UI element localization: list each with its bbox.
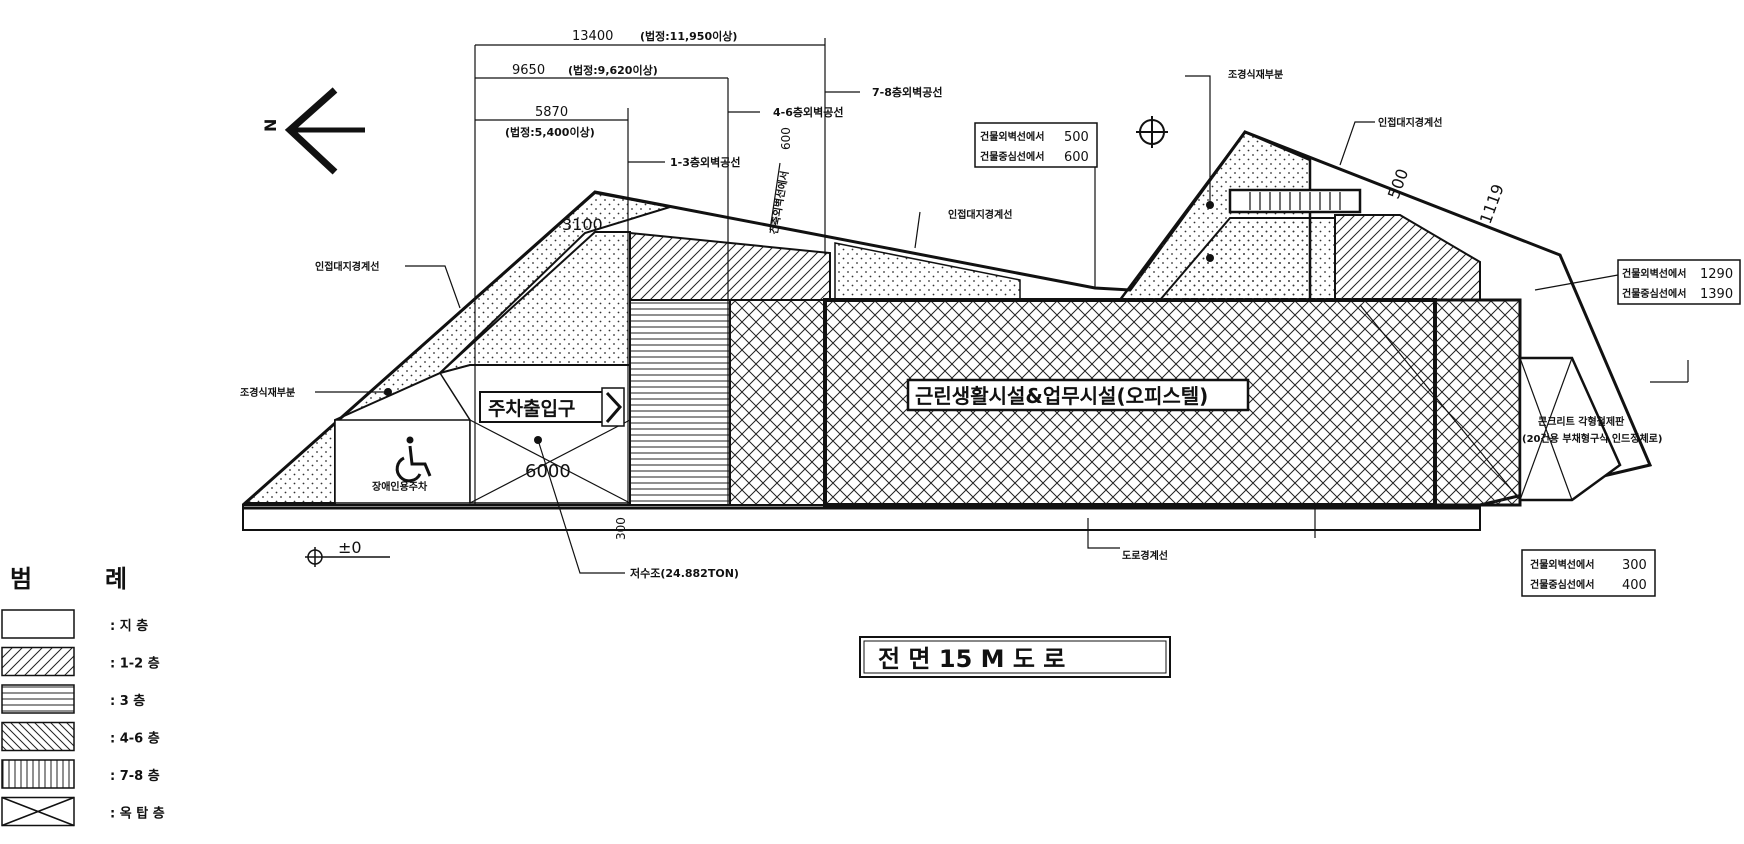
level-mark-icon (305, 547, 390, 567)
legend-label: : 3 층 (110, 693, 145, 709)
dim-5870-note: (법정:5,400이상) (505, 125, 595, 139)
setback-right-l1: 건물외벽선에서 (1622, 267, 1686, 280)
callout-line-4-6: 4-6층외벽공선 (773, 105, 843, 119)
entrance-chevron-icon (601, 387, 625, 427)
dim-9650: 9650 (512, 63, 545, 78)
legend-swatch-vert (1, 759, 75, 789)
floor-3-area (629, 299, 731, 506)
callout-line-1-3: 1-3층외벽공선 (670, 155, 740, 169)
stair-element (1228, 188, 1362, 214)
dim-13400-note: (법정:11,950이상) (640, 29, 737, 43)
legend-label: : 4-6 층 (110, 731, 160, 747)
setback-top-l1: 건물외벽선에서 (980, 130, 1044, 143)
setback-box-bottom: 건물외벽선에서 300 건물중심선에서 400 (1521, 549, 1656, 597)
legend-title-1: 범 (10, 565, 32, 593)
concrete-refuse-area (1518, 356, 1622, 502)
road-title-box: 전 면 15 M 도 로 (859, 636, 1171, 678)
legend-swatch-diagdense (1, 721, 75, 752)
floor-7-8-column (1433, 298, 1522, 507)
wheelchair-icon (395, 436, 432, 483)
dimension-lines (474, 38, 860, 505)
setback-bottom-l2: 건물중심선에서 (1530, 578, 1594, 591)
building-use-label: 근린생활시설&업무시설(오피스텔) (915, 384, 1208, 408)
setback-right-v2: 1390 (1700, 287, 1733, 302)
setback-top-v1: 500 (1064, 130, 1089, 145)
callout-adjacent-left: 인접대지경계선 (315, 260, 379, 273)
dim-600: 600 (779, 127, 793, 150)
dim-3100: 3100 (562, 215, 603, 234)
setback-box-top: 건물외벽선에서 500 건물중심선에서 600 (974, 122, 1098, 168)
north-label: N (261, 119, 280, 132)
north-arrow: N (261, 87, 365, 175)
dim-9650-note: (법정:9,620이상) (568, 63, 658, 77)
landscape-area-mid (834, 242, 1021, 301)
parking-entrance-label: 주차출입구 (488, 398, 575, 420)
legend-label: : 지 층 (110, 618, 148, 634)
callout-line-7-8: 7-8층외벽공선 (872, 85, 942, 99)
road-title: 전 면 15 M 도 로 (878, 645, 1065, 673)
legend: 범 례 : 지 층 : 1-2 층 : 3 층 : 4-6 층 : 7-8 층 : 옥 탑… (1, 565, 165, 827)
road-strip (242, 504, 1481, 531)
building-use-box (906, 378, 1250, 412)
concrete-note-2: (20건용 부채형구식 인드정체로) (1522, 432, 1662, 445)
legend-title-2: 례 (105, 565, 127, 593)
callout-road-line: 도로경계선 (1122, 549, 1168, 562)
callout-landscape-top: 조경식재부분 (1228, 68, 1283, 81)
legend-label: : 1-2 층 (110, 656, 160, 672)
setback-bottom-l1: 건물외벽선에서 (1530, 558, 1594, 571)
callout-adjacent-mid: 인접대지경계선 (948, 208, 1012, 221)
setback-right-v1: 1290 (1700, 267, 1733, 282)
floor-1-2-area-a (629, 231, 831, 301)
dim-5870: 5870 (535, 105, 568, 120)
legend-swatch-none (1, 609, 75, 639)
floor-1-2-area-c (1334, 214, 1481, 301)
dim-1119: 1119 (1476, 182, 1508, 227)
setback-top-v2: 600 (1064, 150, 1089, 165)
callout-adjacent-right: 인접대지경계선 (1378, 116, 1442, 129)
setback-box-right: 건물외벽선에서 1290 건물중심선에서 1390 (1617, 259, 1741, 305)
concrete-note-1: 콘크리트 각형철제판 (1538, 415, 1625, 428)
dim-300: 300 (614, 517, 628, 540)
legend-label: : 7-8 층 (110, 768, 160, 784)
callout-vertical-note: 건축외벽선에서 (767, 170, 791, 236)
callout-landscape-left: 조경식재부분 (240, 386, 295, 399)
callout-water-tank: 저수조(24.882TON) (630, 566, 739, 580)
setback-top-l2: 건물중심선에서 (980, 150, 1044, 163)
crosshair-icon (1136, 116, 1168, 148)
setback-bottom-v1: 300 (1622, 558, 1647, 573)
setback-right-l2: 건물중심선에서 (1622, 287, 1686, 300)
parking-entrance-box (479, 391, 606, 423)
callout-disabled-parking: 장애인용주차 (372, 480, 428, 493)
legend-swatch-diag (1, 646, 75, 677)
legend-swatch-horiz (1, 684, 75, 714)
setback-bottom-v2: 400 (1622, 578, 1647, 593)
dim-13400: 13400 (572, 29, 613, 44)
legend-swatch-cross-line (1, 796, 75, 827)
leader-lines (315, 75, 1689, 574)
level-mark-label: ±0 (338, 538, 362, 557)
legend-label: : 옥 탑 층 (110, 806, 165, 822)
floor-4-6-column (729, 299, 826, 506)
